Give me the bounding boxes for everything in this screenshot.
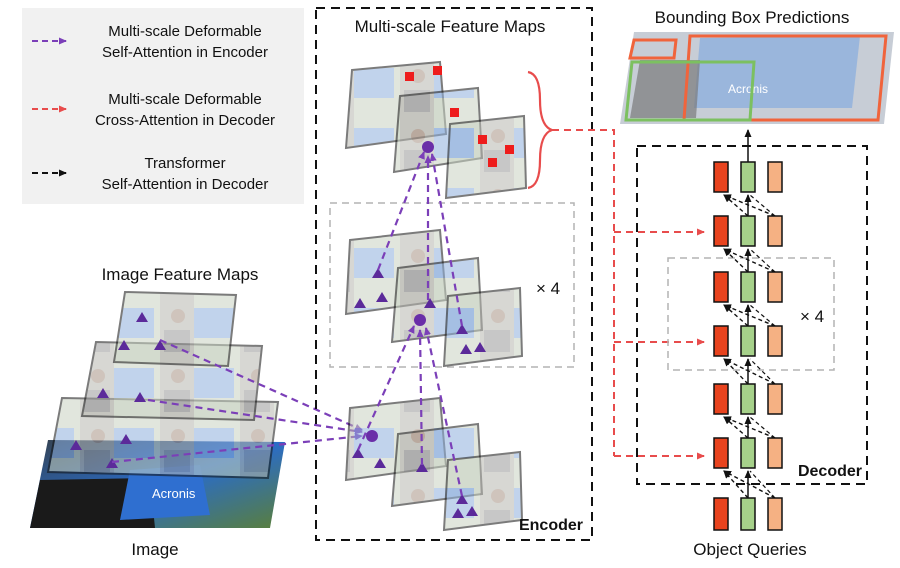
decoder-token-r4-c2 [767, 383, 783, 415]
cross-attention-arrows [552, 129, 705, 460]
feature-brace [527, 70, 556, 190]
decoder-token-r4-c1 [740, 383, 756, 415]
legend-background [22, 8, 304, 204]
decoder-layers [713, 161, 783, 499]
legend-self-line2: Self-Attention in Decoder [102, 176, 269, 193]
decoder-token-r1-c1 [740, 215, 756, 247]
feature-maps-top [344, 60, 528, 200]
encoder-repeat-label: × 4 [536, 279, 560, 298]
bbox-photo-sponsor-text: Acronis [728, 82, 768, 96]
decoder-token-r3-c1 [740, 325, 756, 357]
player-blue [120, 465, 210, 520]
legend-self-line1: Transformer [144, 155, 225, 172]
decoder-token-r0-c0 [713, 161, 729, 193]
object-query-green [740, 497, 756, 531]
decoder-token-r2-c2 [767, 271, 783, 303]
query-point-top [422, 141, 434, 153]
decoder-token-r5-c1 [740, 437, 756, 469]
decoder-token-r5-c0 [713, 437, 729, 469]
query-point-bottom [366, 430, 378, 442]
decoder-token-r3-c0 [713, 325, 729, 357]
legend-cross-line2: Cross-Attention in Decoder [95, 112, 275, 129]
decoder-self-attention-arrow [749, 194, 776, 217]
bbox-orange-small [628, 38, 678, 60]
decoder-self-attention-arrow [723, 304, 749, 327]
decoder-token-r0-c2 [767, 161, 783, 193]
decoder-repeat-label: × 4 [800, 307, 824, 326]
encoder-label: Encoder [519, 517, 583, 534]
decoder-token-r5-c2 [767, 437, 783, 469]
bbox-predictions-title: Bounding Box Predictions [655, 8, 850, 27]
legend-cross-line1: Multi-scale Deformable [108, 91, 261, 108]
feature-maps-bottom [344, 396, 524, 532]
decoder-self-attention-arrow [723, 358, 749, 385]
decoder-self-attention-arrow [723, 248, 776, 273]
object-queries [713, 497, 783, 531]
bbox-orange [682, 34, 888, 122]
legend-encoder-line1: Multi-scale Deformable [108, 23, 261, 40]
object-query-red [713, 497, 729, 531]
multiscale-feature-maps-title: Multi-scale Feature Maps [355, 17, 546, 36]
image-feature-map-stack [46, 290, 280, 480]
decoder-self-attention-arrow [723, 194, 776, 217]
decoder-label: Decoder [798, 463, 862, 480]
legend: Multi-scale Deformable Self-Attention in… [22, 8, 304, 204]
legend-encoder-line2: Self-Attention in Encoder [102, 44, 268, 61]
decoder-token-r1-c2 [767, 215, 783, 247]
object-queries-label: Object Queries [693, 540, 806, 559]
decoder-token-r2-c1 [740, 271, 756, 303]
photo-sponsor-text: Acronis [152, 486, 196, 501]
decoder-token-r0-c1 [740, 161, 756, 193]
encoder-repeat-box [329, 202, 575, 368]
decoder-token-r1-c0 [713, 215, 729, 247]
decoder-self-attention-arrow [723, 248, 749, 273]
decoder-self-attention-arrow [749, 470, 776, 499]
encoder-box [315, 7, 593, 541]
decoder-box [636, 145, 868, 485]
image-feature-maps-label: Image Feature Maps [102, 265, 259, 284]
bbox-green [624, 60, 756, 122]
bbox-prediction-image: Acronis [620, 32, 894, 124]
image-label: Image [131, 540, 178, 559]
encoder-attention-arrows [356, 151, 464, 497]
feature-maps-middle [344, 228, 524, 368]
decoder-self-attention-arrow [723, 416, 776, 439]
decoder-self-attention-arrow [723, 304, 776, 327]
image-feature-points [70, 312, 166, 468]
encoder-input-arrows [111, 338, 363, 464]
query-point-middle [414, 314, 426, 326]
decoder-token-r3-c2 [767, 325, 783, 357]
decoder-repeat-box [667, 257, 835, 371]
decoder-self-attention-arrow [749, 248, 776, 273]
decoder-self-attention-arrow [723, 194, 749, 217]
decoder-self-attention-arrow [749, 304, 776, 327]
sampling-points [405, 66, 514, 167]
image-feature-map-small [112, 290, 238, 368]
decoder-self-attention-arrow [723, 358, 776, 385]
decoder-self-attention-arrow [749, 358, 776, 385]
decoder-token-r4-c0 [713, 383, 729, 415]
decoder-token-r2-c0 [713, 271, 729, 303]
decoder-self-attention-arrow [749, 416, 776, 439]
decoder-self-attention-arrow [723, 470, 776, 499]
decoder-self-attention-arrow [723, 416, 749, 439]
object-query-orange [767, 497, 783, 531]
